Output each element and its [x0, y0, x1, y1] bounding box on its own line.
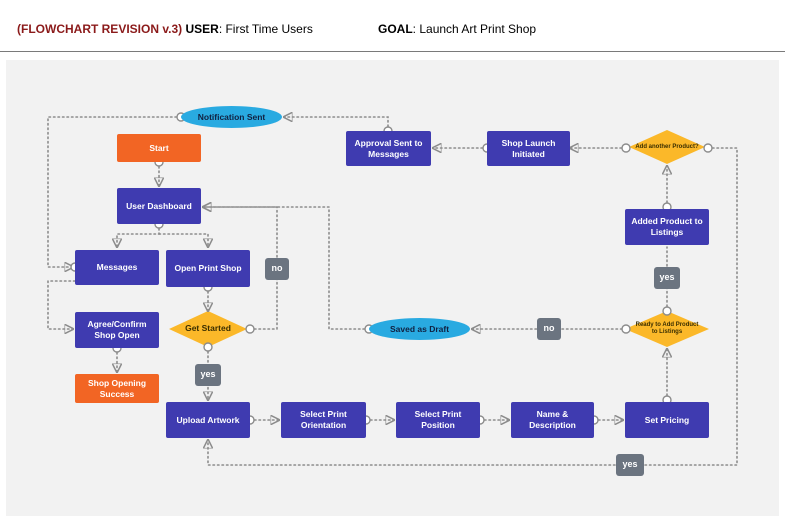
yes-label-ready: yes: [654, 267, 680, 289]
goal-value: : Launch Art Print Shop: [412, 22, 537, 36]
upload-artwork-node: Upload Artwork: [166, 402, 250, 438]
connectors: [47, 117, 738, 466]
added-product-node: Added Product to Listings: [625, 209, 709, 245]
add-another-diamond: [629, 130, 705, 164]
set-pricing-node: Set Pricing: [625, 402, 709, 438]
goal-key: GOAL: [378, 22, 413, 36]
start-node: Start: [117, 134, 201, 162]
select-position-node: Select Print Position: [396, 402, 480, 438]
header-divider: [0, 51, 785, 52]
revision-label: (FLOWCHART REVISION v.3): [17, 22, 183, 36]
user-dashboard-node: User Dashboard: [117, 188, 201, 224]
shop-launch-node: Shop Launch Initiated: [487, 131, 570, 166]
yes-label-another: yes: [616, 454, 644, 476]
user-value: : First Time Users: [218, 22, 313, 36]
saved-as-draft-oval: Saved as Draft: [369, 318, 470, 340]
open-print-shop-node: Open Print Shop: [166, 250, 250, 287]
name-description-node: Name & Description: [511, 402, 594, 438]
select-orientation-node: Select Print Orientation: [281, 402, 366, 438]
yes-label-get-started: yes: [195, 364, 221, 386]
no-label-get-started: no: [265, 258, 289, 280]
get-started-diamond: [169, 311, 247, 347]
ready-to-add-diamond: [625, 311, 709, 347]
header-goal: GOAL: Launch Art Print Shop: [378, 22, 536, 36]
header-revision: (FLOWCHART REVISION v.3) USER: First Tim…: [17, 22, 313, 36]
approval-sent-node: Approval Sent to Messages: [346, 131, 431, 166]
shop-opening-success-node: Shop Opening Success: [75, 374, 159, 403]
messages-node: Messages: [75, 250, 159, 285]
user-key: USER: [185, 22, 219, 36]
notification-sent-oval: Notification Sent: [181, 106, 282, 128]
agree-confirm-node: Agree/Confirm Shop Open: [75, 312, 159, 348]
no-label-ready: no: [537, 318, 561, 340]
